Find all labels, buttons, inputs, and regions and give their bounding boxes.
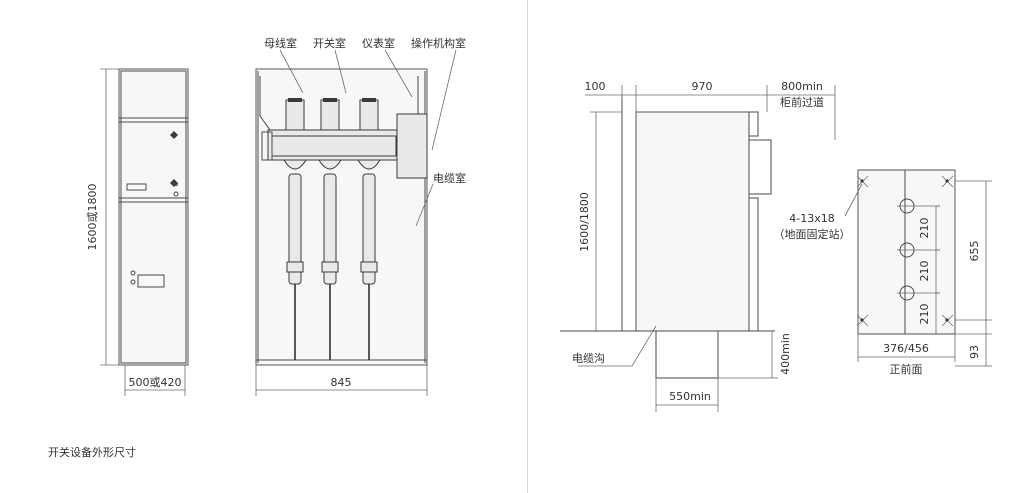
base-plan-outline: [857, 169, 956, 335]
cable-clamp-2: [321, 261, 339, 273]
installation-front-box: [748, 139, 772, 195]
insulator-3: [359, 99, 379, 131]
cable-room-label: 电缆室: [433, 171, 466, 185]
base-plan: 210 210 210 655 93 376/456: [774, 169, 992, 376]
contact-arm-1: [283, 159, 307, 170]
anchor-hole-tr: [945, 179, 949, 183]
switch-bracket-left: [261, 131, 273, 161]
installation-cabinet: [635, 111, 750, 332]
spacing-label-3: 210: [918, 304, 931, 325]
base-width-label: 376/456: [883, 342, 929, 355]
front-side-label: 正前面: [890, 362, 923, 376]
side-view-nameplate-bottom: [137, 274, 165, 288]
side-view-outline: [118, 68, 189, 366]
cable-clamp-1: [286, 261, 304, 273]
trench-depth-label: 400min: [779, 333, 792, 375]
installation-height-label: 1600/1800: [578, 192, 591, 252]
instrument-box: [396, 113, 428, 179]
installation-view: 100 970 800min 柜前过道 1600/1800 550min 400…: [560, 80, 836, 412]
cable-trench-label: 电缆沟: [572, 352, 605, 365]
instrument-room-label: 仪表室: [362, 36, 395, 50]
hole-note-label: （地面固定站）: [774, 227, 851, 241]
insulator-cap-2: [323, 98, 337, 102]
side-view-handle-1: [130, 270, 136, 276]
cable-clamp-3: [360, 261, 378, 273]
leader-instrument: [384, 49, 413, 98]
anchor-hole-br: [945, 318, 949, 322]
front-view-width-label: 845: [331, 376, 352, 389]
side-view-handle-2: [130, 279, 136, 285]
side-view: 500或420 1600或1800: [86, 68, 189, 396]
anchor-hole-tl: [860, 179, 864, 183]
leader-busbar: [279, 49, 304, 94]
bottom-offset-label: 93: [968, 345, 981, 359]
insulator-cap-1: [288, 98, 302, 102]
cable-trench: [655, 330, 719, 379]
top-right-dim: 800min: [781, 80, 823, 93]
trench-width-label: 550min: [669, 390, 711, 403]
leader-switch: [334, 49, 347, 94]
switch-room-label: 开关室: [313, 36, 346, 50]
side-view-inner: [120, 70, 187, 364]
leader-mechanism: [431, 49, 457, 151]
insulator-1: [285, 99, 305, 131]
left-caption: 开关设备外形尺寸: [48, 445, 136, 459]
leader-cable-trench: [578, 325, 657, 367]
contact-arm-2: [318, 159, 342, 170]
side-view-width-label: 500或420: [129, 376, 182, 389]
installation-front-ledge-top: [748, 111, 759, 137]
anchor-hole-bl: [860, 318, 864, 322]
panel-divider: [527, 0, 528, 493]
spacing-label-1: 210: [918, 218, 931, 239]
installation-front-door: [748, 197, 759, 332]
total-depth-label: 655: [968, 241, 981, 262]
insulator-cap-3: [362, 98, 376, 102]
side-view-handle-4: [174, 182, 178, 186]
top-left-dim: 100: [585, 80, 606, 93]
busbar-room-label: 母线室: [264, 36, 297, 50]
leader-cable-room: [415, 183, 434, 227]
aisle-label: 柜前过道: [780, 95, 824, 109]
side-view-lock-top: [170, 131, 178, 139]
spacing-label-2: 210: [918, 261, 931, 282]
hole-spec-label: 4-13x18: [789, 212, 834, 225]
top-mid-dim: 970: [692, 80, 713, 93]
side-view-nameplate-top: [126, 183, 147, 191]
front-view: 845 母线室 开关室 仪表室 操作机构室 电缆室: [255, 36, 466, 396]
switch-body: [271, 135, 397, 157]
contact-arm-3: [357, 159, 381, 170]
leader-anchor-holes: [844, 183, 863, 217]
mechanism-room-label: 操作机构室: [411, 36, 466, 50]
side-view-handle-3: [173, 191, 179, 197]
insulator-2: [320, 99, 340, 131]
side-view-height-label: 1600或1800: [86, 184, 99, 251]
front-view-outline: [255, 68, 428, 366]
